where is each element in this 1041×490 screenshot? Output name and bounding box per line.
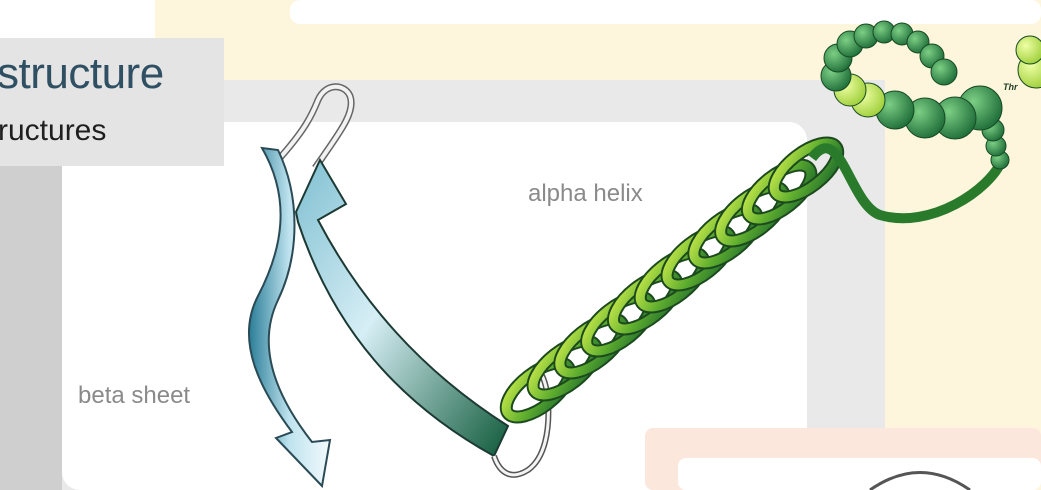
alpha-helix-label: alpha helix <box>528 180 643 208</box>
beta-sheet-label: beta sheet <box>78 382 190 410</box>
diagram-subtitle: ructures <box>0 114 106 148</box>
residue-bead <box>931 59 957 85</box>
residue-tag-label: Thr <box>1003 82 1018 92</box>
panel-white-bottom <box>678 458 1041 490</box>
diagram-title: structure <box>0 50 164 98</box>
panel-left-edge <box>0 160 62 490</box>
panel-top-strip <box>290 0 1041 24</box>
residue-bead <box>1016 36 1041 64</box>
